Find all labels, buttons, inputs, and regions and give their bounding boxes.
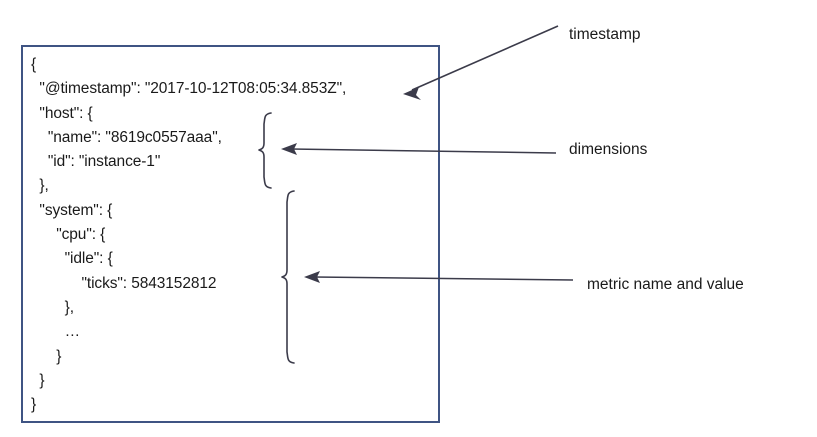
json-document-text: { "@timestamp": "2017-10-12T08:05:34.853…	[31, 56, 347, 414]
annotation-label-timestamp: timestamp	[569, 26, 641, 43]
annotation-label-dimensions: dimensions	[569, 141, 648, 158]
annotation-label-metric-name-and-value: metric name and value	[587, 276, 744, 293]
json-document-box: { "@timestamp": "2017-10-12T08:05:34.853…	[21, 45, 440, 423]
